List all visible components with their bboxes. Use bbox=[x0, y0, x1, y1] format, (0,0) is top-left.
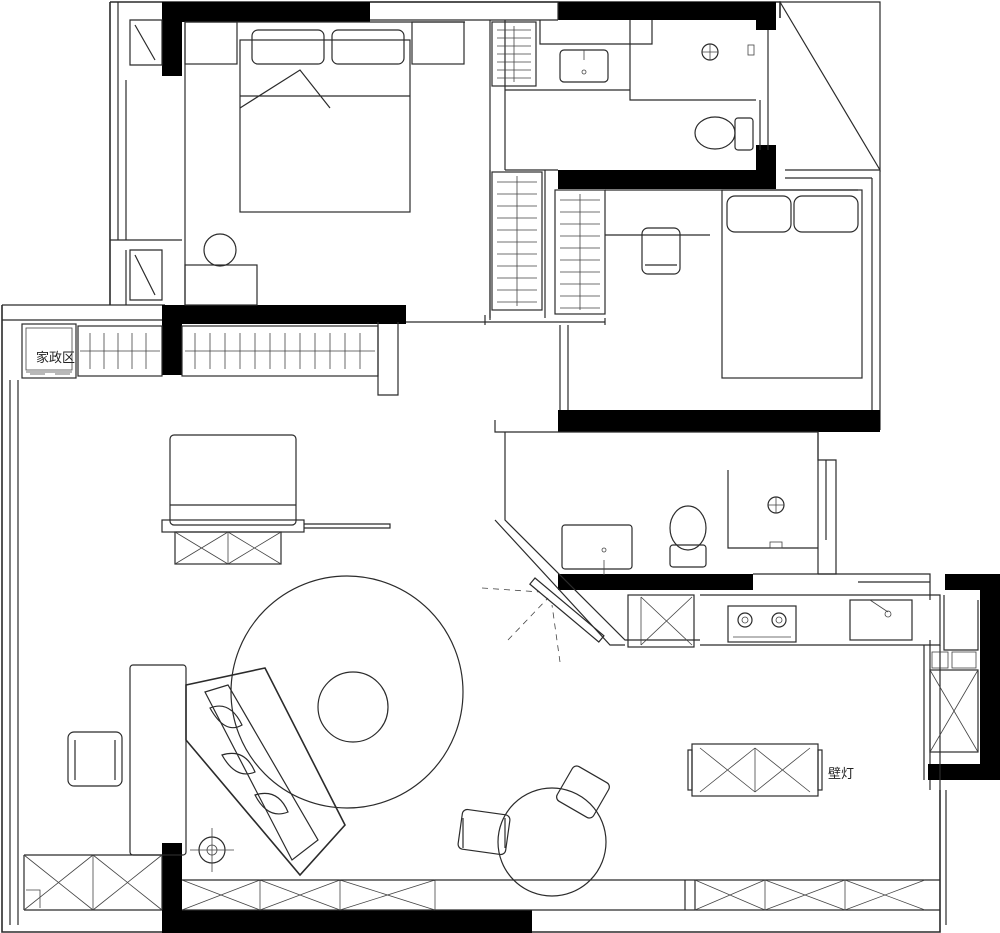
armchair bbox=[169, 434, 297, 526]
wardrobe bbox=[491, 21, 537, 87]
gas-stove bbox=[727, 605, 797, 643]
pillow bbox=[331, 29, 405, 65]
middle-bathroom bbox=[561, 496, 785, 575]
floor-lamp-icon bbox=[190, 828, 234, 872]
sofa bbox=[185, 667, 346, 877]
wardrobe bbox=[554, 189, 606, 315]
dressing-table bbox=[184, 264, 258, 306]
pillow bbox=[251, 29, 325, 65]
nightstand bbox=[184, 21, 238, 65]
wall-lamp-label: 壁灯 bbox=[828, 767, 854, 782]
washbasin bbox=[561, 524, 633, 570]
round-rug bbox=[230, 575, 464, 809]
structural-walls bbox=[162, 2, 1000, 933]
wardrobes bbox=[77, 21, 606, 377]
wardrobe bbox=[491, 171, 543, 311]
interior-partitions bbox=[23, 1, 941, 911]
desk bbox=[129, 664, 187, 856]
pillow bbox=[793, 195, 859, 233]
pillow bbox=[726, 195, 792, 233]
kitchen bbox=[627, 594, 979, 753]
housekeeping-label: 家政区 bbox=[36, 350, 75, 366]
double-bed bbox=[239, 39, 411, 213]
cabinet bbox=[627, 594, 695, 648]
second-bedroom bbox=[641, 189, 863, 379]
door-swing bbox=[481, 587, 561, 663]
master-bedroom bbox=[129, 19, 465, 306]
desk-chair bbox=[641, 227, 681, 275]
top-bathroom bbox=[559, 30, 769, 151]
kitchen-sink bbox=[849, 599, 913, 641]
bed bbox=[721, 189, 863, 379]
round-table bbox=[497, 787, 607, 897]
wardrobe bbox=[77, 325, 163, 377]
housekeeping-area: 家政区 bbox=[21, 323, 77, 379]
living-room: 壁灯 bbox=[67, 434, 854, 897]
wardrobe bbox=[181, 325, 379, 377]
coffee-table bbox=[317, 671, 389, 743]
chair bbox=[556, 765, 610, 819]
toilet bbox=[669, 505, 707, 551]
chair bbox=[67, 731, 123, 787]
toilet bbox=[694, 116, 736, 150]
fridge bbox=[929, 669, 979, 753]
sideboard bbox=[161, 519, 305, 533]
nightstand bbox=[411, 21, 465, 65]
chair bbox=[457, 808, 511, 856]
bottom-cabinets bbox=[23, 854, 926, 911]
outer-envelope bbox=[1, 1, 947, 933]
stool bbox=[203, 233, 237, 267]
